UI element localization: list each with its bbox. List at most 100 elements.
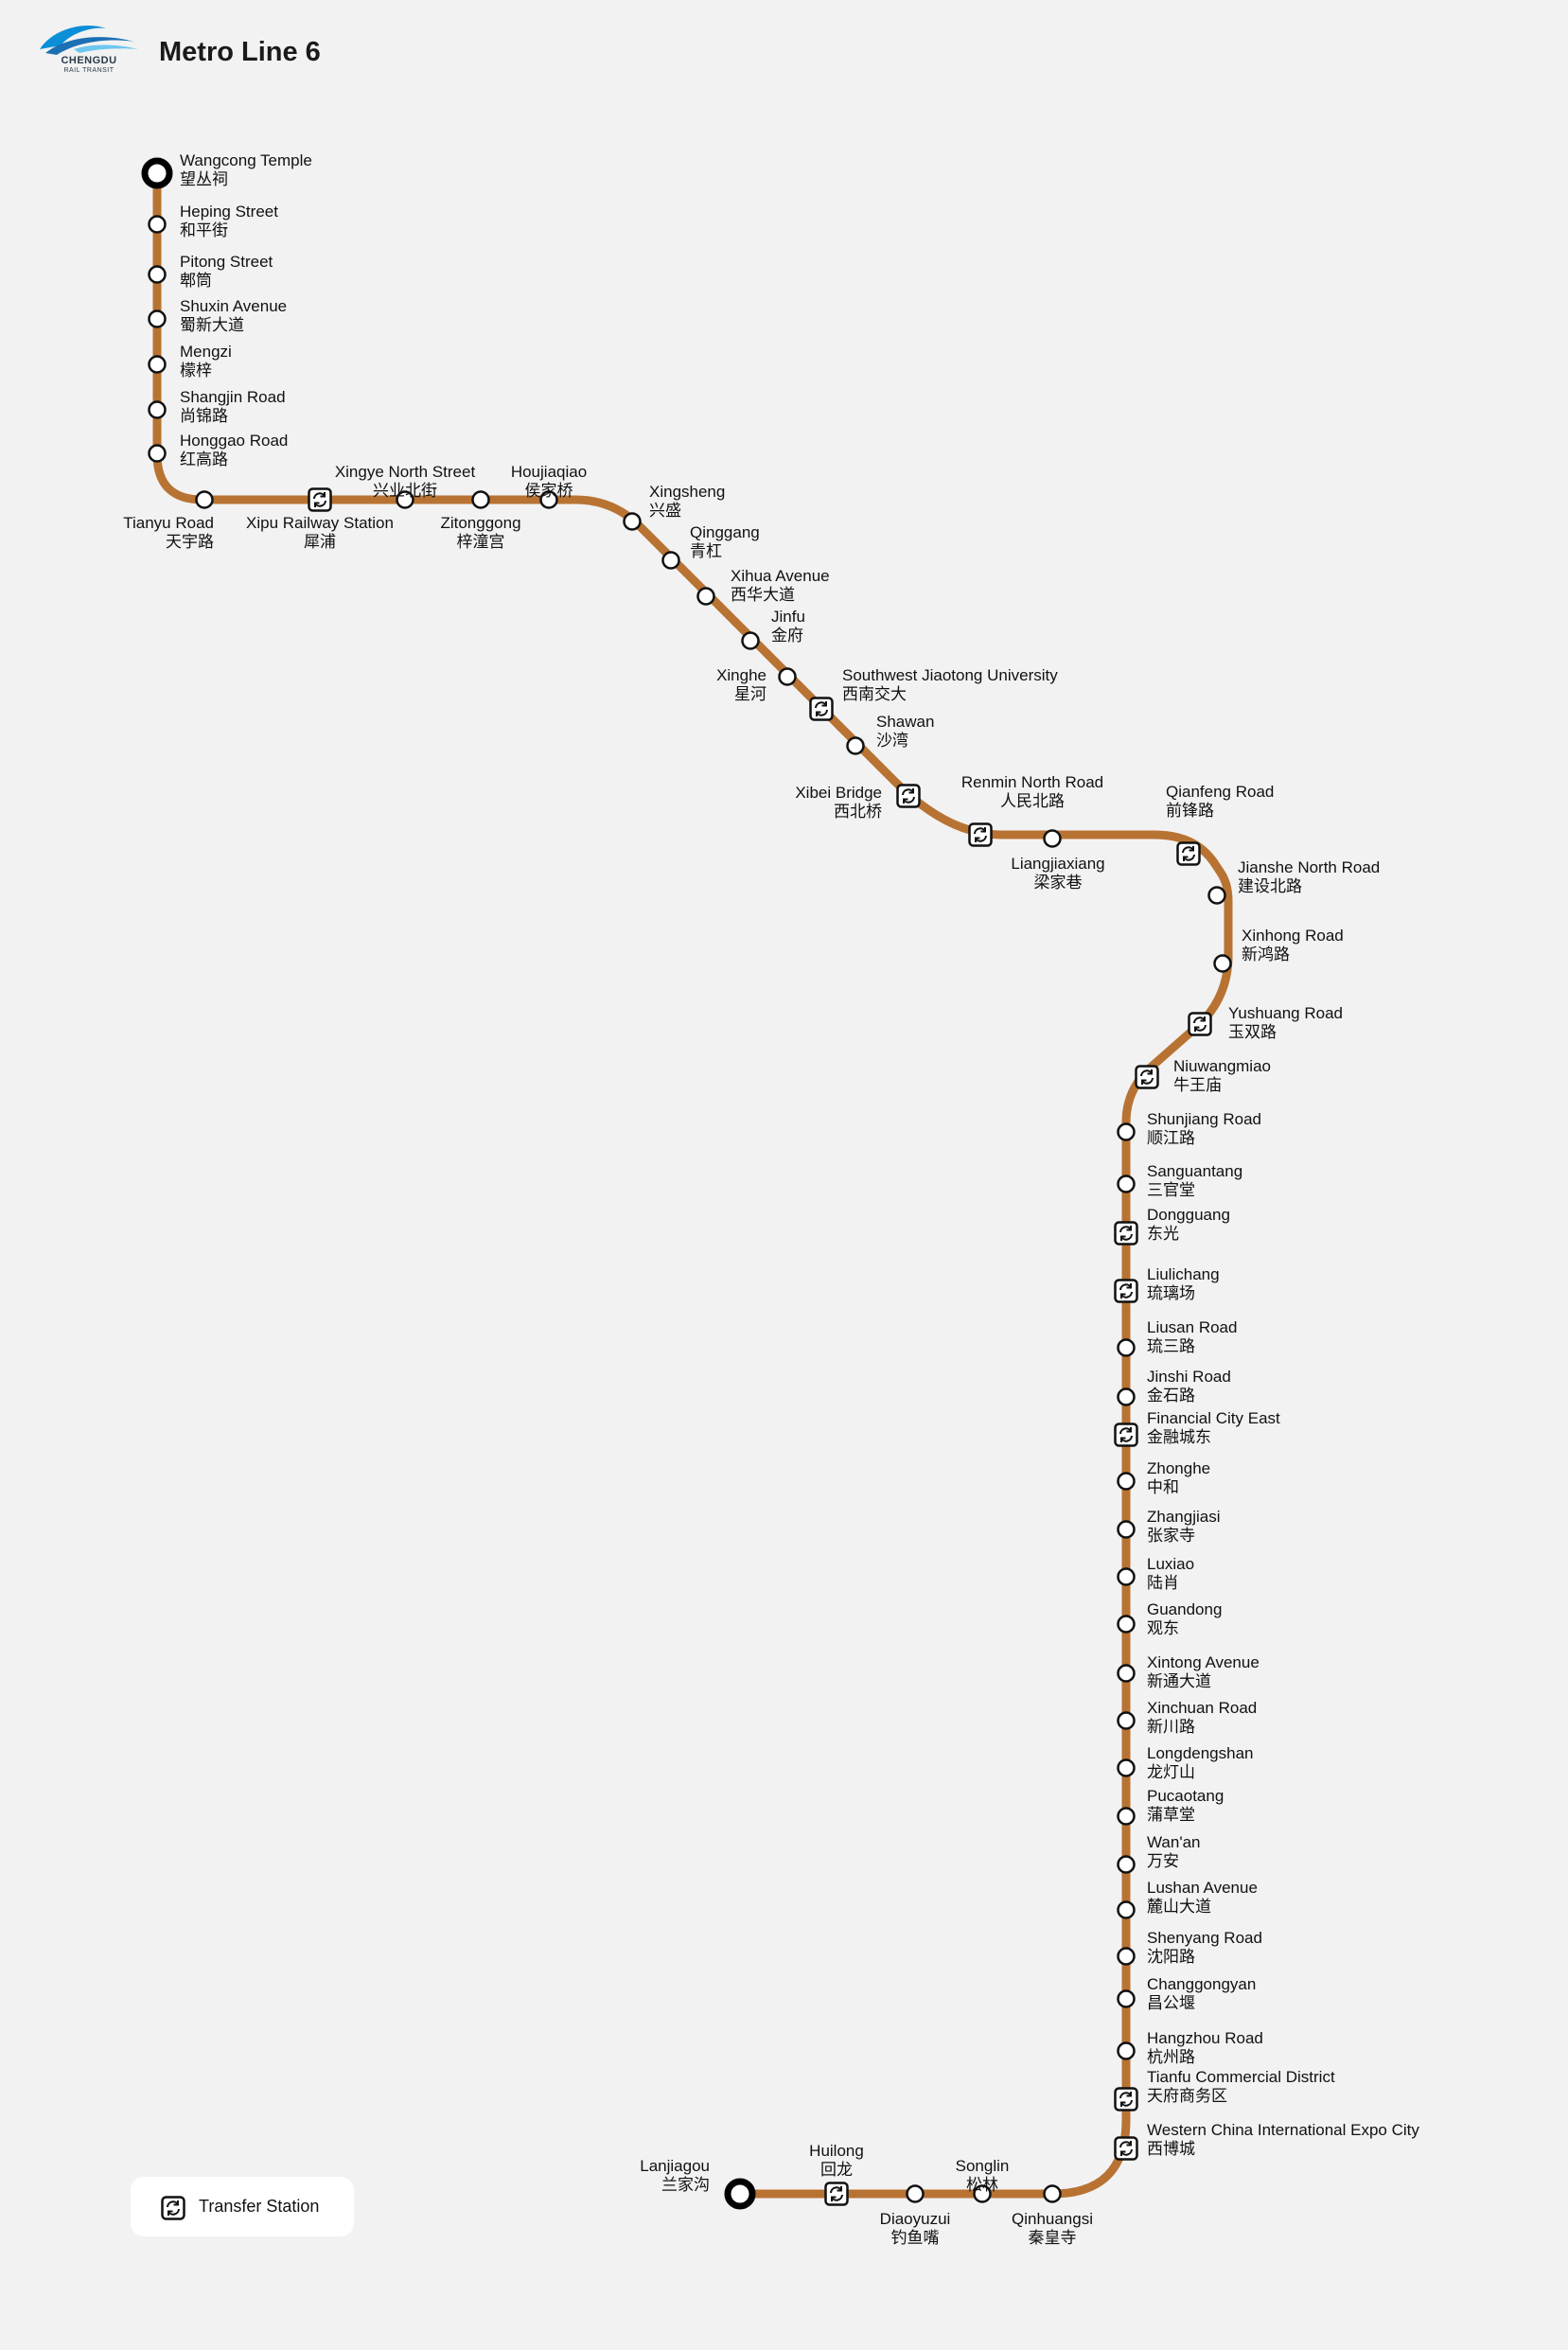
- station-name-en: Western China International Expo City: [1147, 2121, 1419, 2139]
- station-name-zh: 蒲草堂: [1147, 1806, 1195, 1824]
- station-name-en: Qinhuangsi: [1012, 2210, 1093, 2228]
- legend-label: Transfer Station: [199, 2197, 320, 2216]
- station-name-zh: 昌公堰: [1147, 1994, 1195, 2012]
- station-name-zh: 玉双路: [1228, 1023, 1277, 1041]
- station-name-zh: 尚锦路: [180, 407, 228, 425]
- station-name-zh: 檬梓: [180, 362, 212, 380]
- terminal-marker: [724, 2178, 756, 2210]
- station-name-en: Sanguantang: [1147, 1162, 1242, 1180]
- station-name-zh: 金府: [771, 627, 803, 645]
- station-name-zh: 和平街: [180, 221, 228, 239]
- station-marker: [1117, 1947, 1136, 1966]
- station-marker: [973, 2184, 992, 2203]
- station-name-en: Dongguang: [1147, 1206, 1230, 1224]
- station-name-en: Guandong: [1147, 1600, 1222, 1618]
- station-name-en: Tianyu Road: [123, 514, 214, 532]
- station-name-en: Renmin North Road: [961, 773, 1103, 791]
- station-marker: [1117, 1387, 1136, 1406]
- station-name-en: Heping Street: [180, 203, 278, 221]
- station-name-zh: 万安: [1147, 1852, 1179, 1870]
- station-name-zh: 兴业北街: [373, 482, 437, 500]
- station-marker: [1117, 2041, 1136, 2060]
- station-name-zh: 麓山大道: [1147, 1898, 1211, 1916]
- station-name-en: Pucaotang: [1147, 1787, 1224, 1805]
- station-name-zh: 天府商务区: [1147, 2087, 1227, 2105]
- station-name-zh: 天宇路: [166, 533, 214, 551]
- transfer-icon: [1188, 1012, 1212, 1036]
- station-marker: [906, 2184, 925, 2203]
- station-name-zh: 前锋路: [1166, 802, 1214, 820]
- station-name-en: Xinchuan Road: [1147, 1699, 1257, 1717]
- page-title: Metro Line 6: [159, 37, 321, 67]
- station-marker: [148, 444, 167, 463]
- station-marker: [1117, 1472, 1136, 1491]
- station-marker: [1117, 1615, 1136, 1634]
- station-marker: [1117, 1855, 1136, 1874]
- transfer-icon: [824, 2182, 849, 2206]
- station-marker: [741, 631, 760, 650]
- station-name-en: Xintong Avenue: [1147, 1653, 1260, 1671]
- station-name-zh: 琉璃场: [1147, 1284, 1195, 1302]
- station-name-en: Houjiaqiao: [511, 463, 587, 481]
- station-name-zh: 望丛祠: [180, 170, 228, 188]
- station-name-zh: 三官堂: [1147, 1181, 1195, 1199]
- logo-name: CHENGDU: [61, 55, 117, 66]
- station-name-en: Longdengshan: [1147, 1744, 1254, 1762]
- station-marker: [1213, 954, 1232, 973]
